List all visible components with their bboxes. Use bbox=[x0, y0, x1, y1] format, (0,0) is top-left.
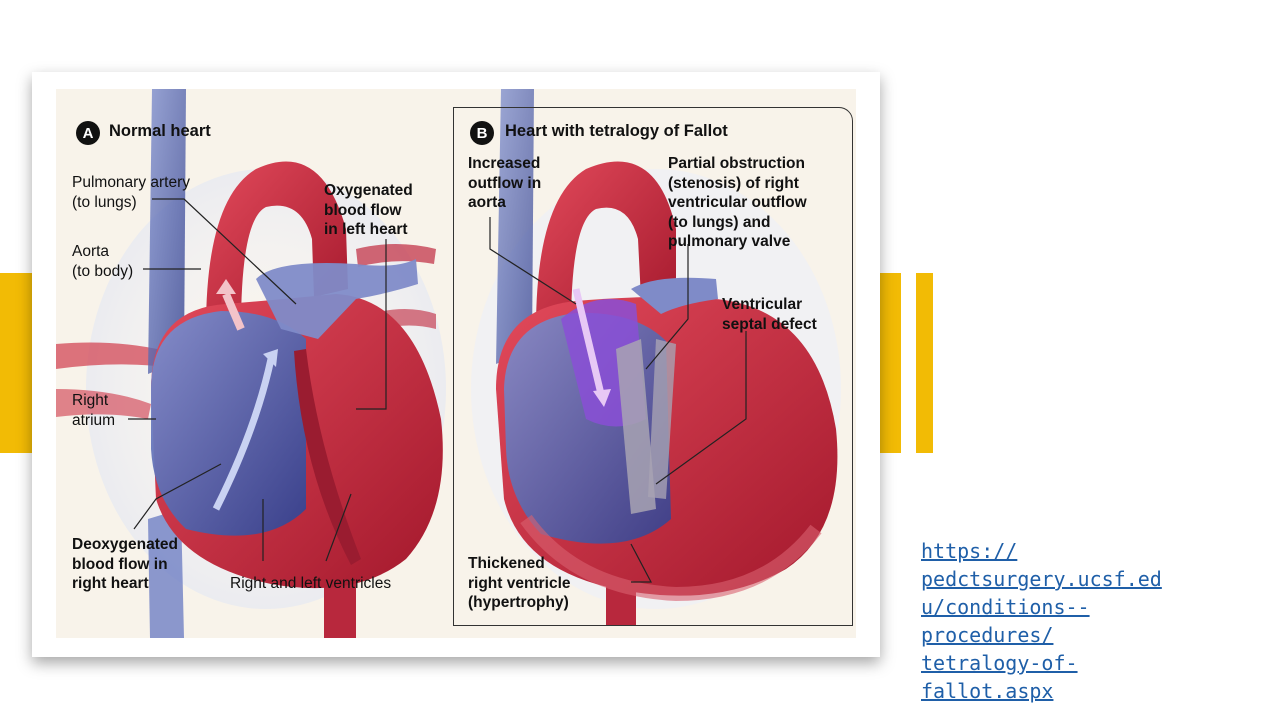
label-increased-outflow: Increased outflow in aorta bbox=[468, 155, 542, 211]
accent-bar-right-2 bbox=[916, 273, 933, 453]
label-aorta: Aorta (to body) bbox=[72, 243, 134, 280]
heart-diagram: A Normal heart Pulmonary artery (to lung… bbox=[56, 89, 856, 638]
heart-illustration bbox=[56, 89, 841, 638]
label-partial-obstruction: Partial obstruction (stenosis) of right … bbox=[668, 155, 807, 250]
tof-heart-drawing bbox=[471, 89, 841, 626]
figure-card: A Normal heart Pulmonary artery (to lung… bbox=[32, 72, 880, 657]
label-ventricles: Right and left ventricles bbox=[230, 575, 392, 592]
leader-lines bbox=[128, 198, 747, 583]
label-thickened-rv: Thickened right ventricle (hypertrophy) bbox=[468, 555, 571, 611]
label-deoxygenated-flow: Deoxygenated blood flow in right heart bbox=[72, 536, 178, 592]
label-pulmonary-artery: Pulmonary artery (to lungs) bbox=[72, 174, 191, 211]
panel-b-badge: B bbox=[470, 121, 494, 145]
normal-heart-drawing bbox=[56, 89, 446, 638]
panel-b-frame bbox=[453, 107, 853, 626]
label-vsd: Ventricular septal defect bbox=[722, 296, 817, 333]
source-link[interactable]: https:// pedctsurgery.ucsf.ed u/conditio… bbox=[921, 539, 1162, 703]
label-right-atrium: Right atrium bbox=[72, 392, 116, 429]
accent-bar-left bbox=[0, 273, 33, 453]
panel-a-title: Normal heart bbox=[109, 122, 211, 140]
accent-bar-right-1 bbox=[880, 273, 901, 453]
panel-a-badge: A bbox=[76, 121, 100, 145]
panel-b-title: Heart with tetralogy of Fallot bbox=[505, 122, 728, 140]
label-oxygenated-flow: Oxygenated blood flow in left heart bbox=[324, 182, 413, 238]
